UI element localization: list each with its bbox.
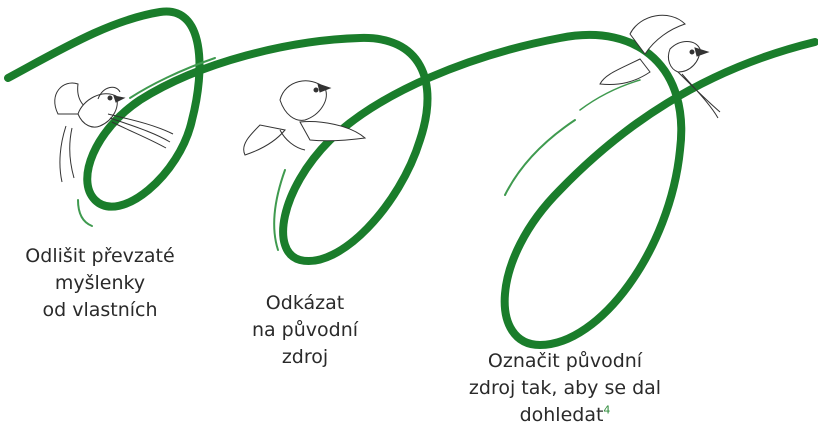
bird-icon xyxy=(55,83,173,182)
step-2-caption: Odkázat na původní zdroj xyxy=(225,290,385,371)
step-2-line-1: Odkázat xyxy=(225,290,385,317)
step-1-line-1: Odlišit převzaté xyxy=(0,243,200,270)
step-3-line-1: Označit původní xyxy=(440,348,690,375)
step-1-caption: Odlišit převzaté myšlenky od vlastních xyxy=(0,243,200,324)
step-3-line-2: zdroj tak, aby se dal xyxy=(440,375,690,402)
step-3-last-word: dohledat xyxy=(520,404,604,426)
ribbon-accent-2 xyxy=(78,200,92,226)
step-2-line-3: zdroj xyxy=(225,344,385,371)
bird-icon xyxy=(244,81,365,155)
footnote-marker[interactable]: 4 xyxy=(603,404,610,417)
step-1-line-2: myšlenky xyxy=(0,270,200,297)
step-3-caption: Označit původní zdroj tak, aby se dal do… xyxy=(440,348,690,429)
step-2-line-2: na původní xyxy=(225,317,385,344)
step-1-line-3: od vlastních xyxy=(0,297,200,324)
step-3-line-3: dohledat4 xyxy=(440,402,690,429)
